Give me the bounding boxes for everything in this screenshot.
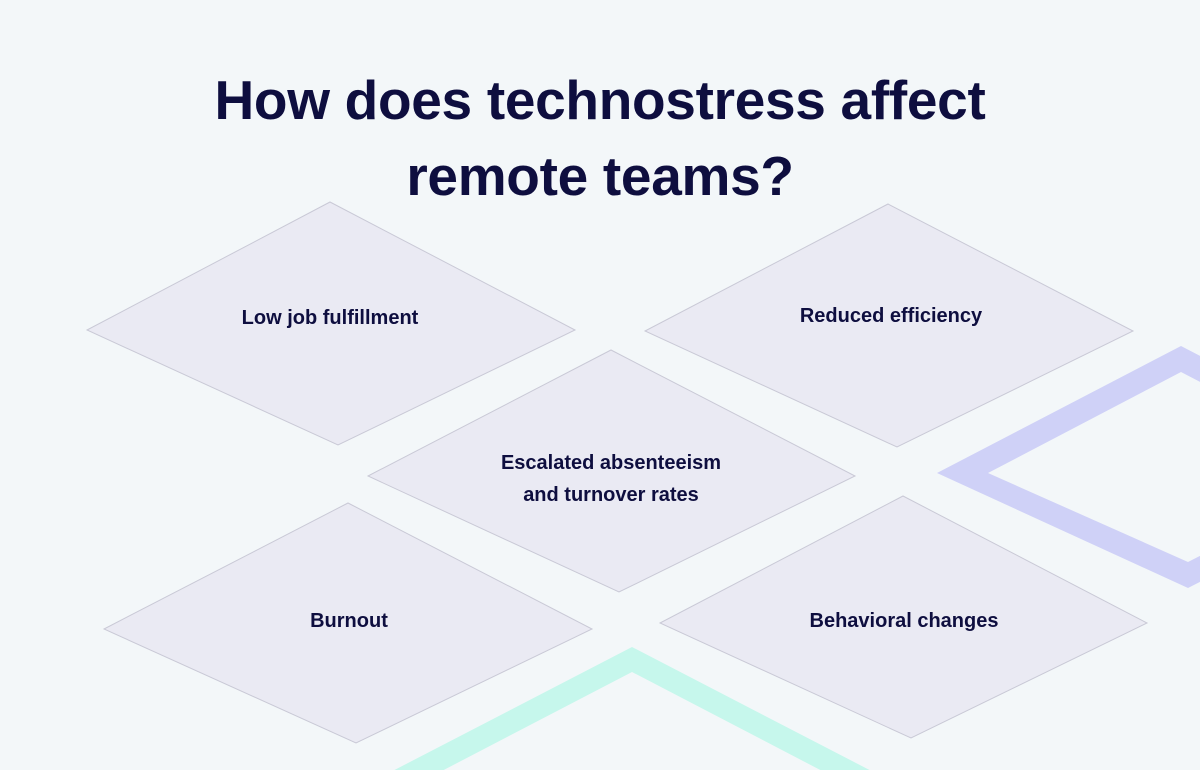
diamond-reduced-efficiency <box>643 203 1135 448</box>
label-escalated-absenteeism: Escalated absenteeism and turnover rates <box>501 447 721 511</box>
diamond-burnout <box>102 502 594 744</box>
title-line-1: How does technostress affect <box>214 69 986 131</box>
label-text: Low job fulfillment <box>241 307 419 329</box>
label-text-line-1: Escalated absenteeism <box>500 452 722 474</box>
label-text: Behavioral changes <box>809 610 999 632</box>
diamond-escalated-absenteeism <box>366 349 857 593</box>
diamond-group <box>85 201 1149 744</box>
diamond-behavioral-changes <box>658 495 1149 739</box>
label-text: Reduced efficiency <box>799 305 983 327</box>
title-line-2: remote teams? <box>406 145 794 207</box>
label-low-job-fulfillment: Low job fulfillment <box>242 302 419 334</box>
page-title: How does technostress affect remote team… <box>0 62 1200 214</box>
label-text: Burnout <box>310 610 388 632</box>
diamond-low-job-fulfillment <box>85 201 577 446</box>
label-behavioral-changes: Behavioral changes <box>810 605 999 637</box>
label-text-line-2: and turnover rates <box>523 484 699 506</box>
label-burnout: Burnout <box>310 605 388 637</box>
label-reduced-efficiency: Reduced efficiency <box>800 300 982 332</box>
purple-diamond-outline-decoration <box>937 346 1200 588</box>
green-chevron-decoration <box>394 647 870 770</box>
